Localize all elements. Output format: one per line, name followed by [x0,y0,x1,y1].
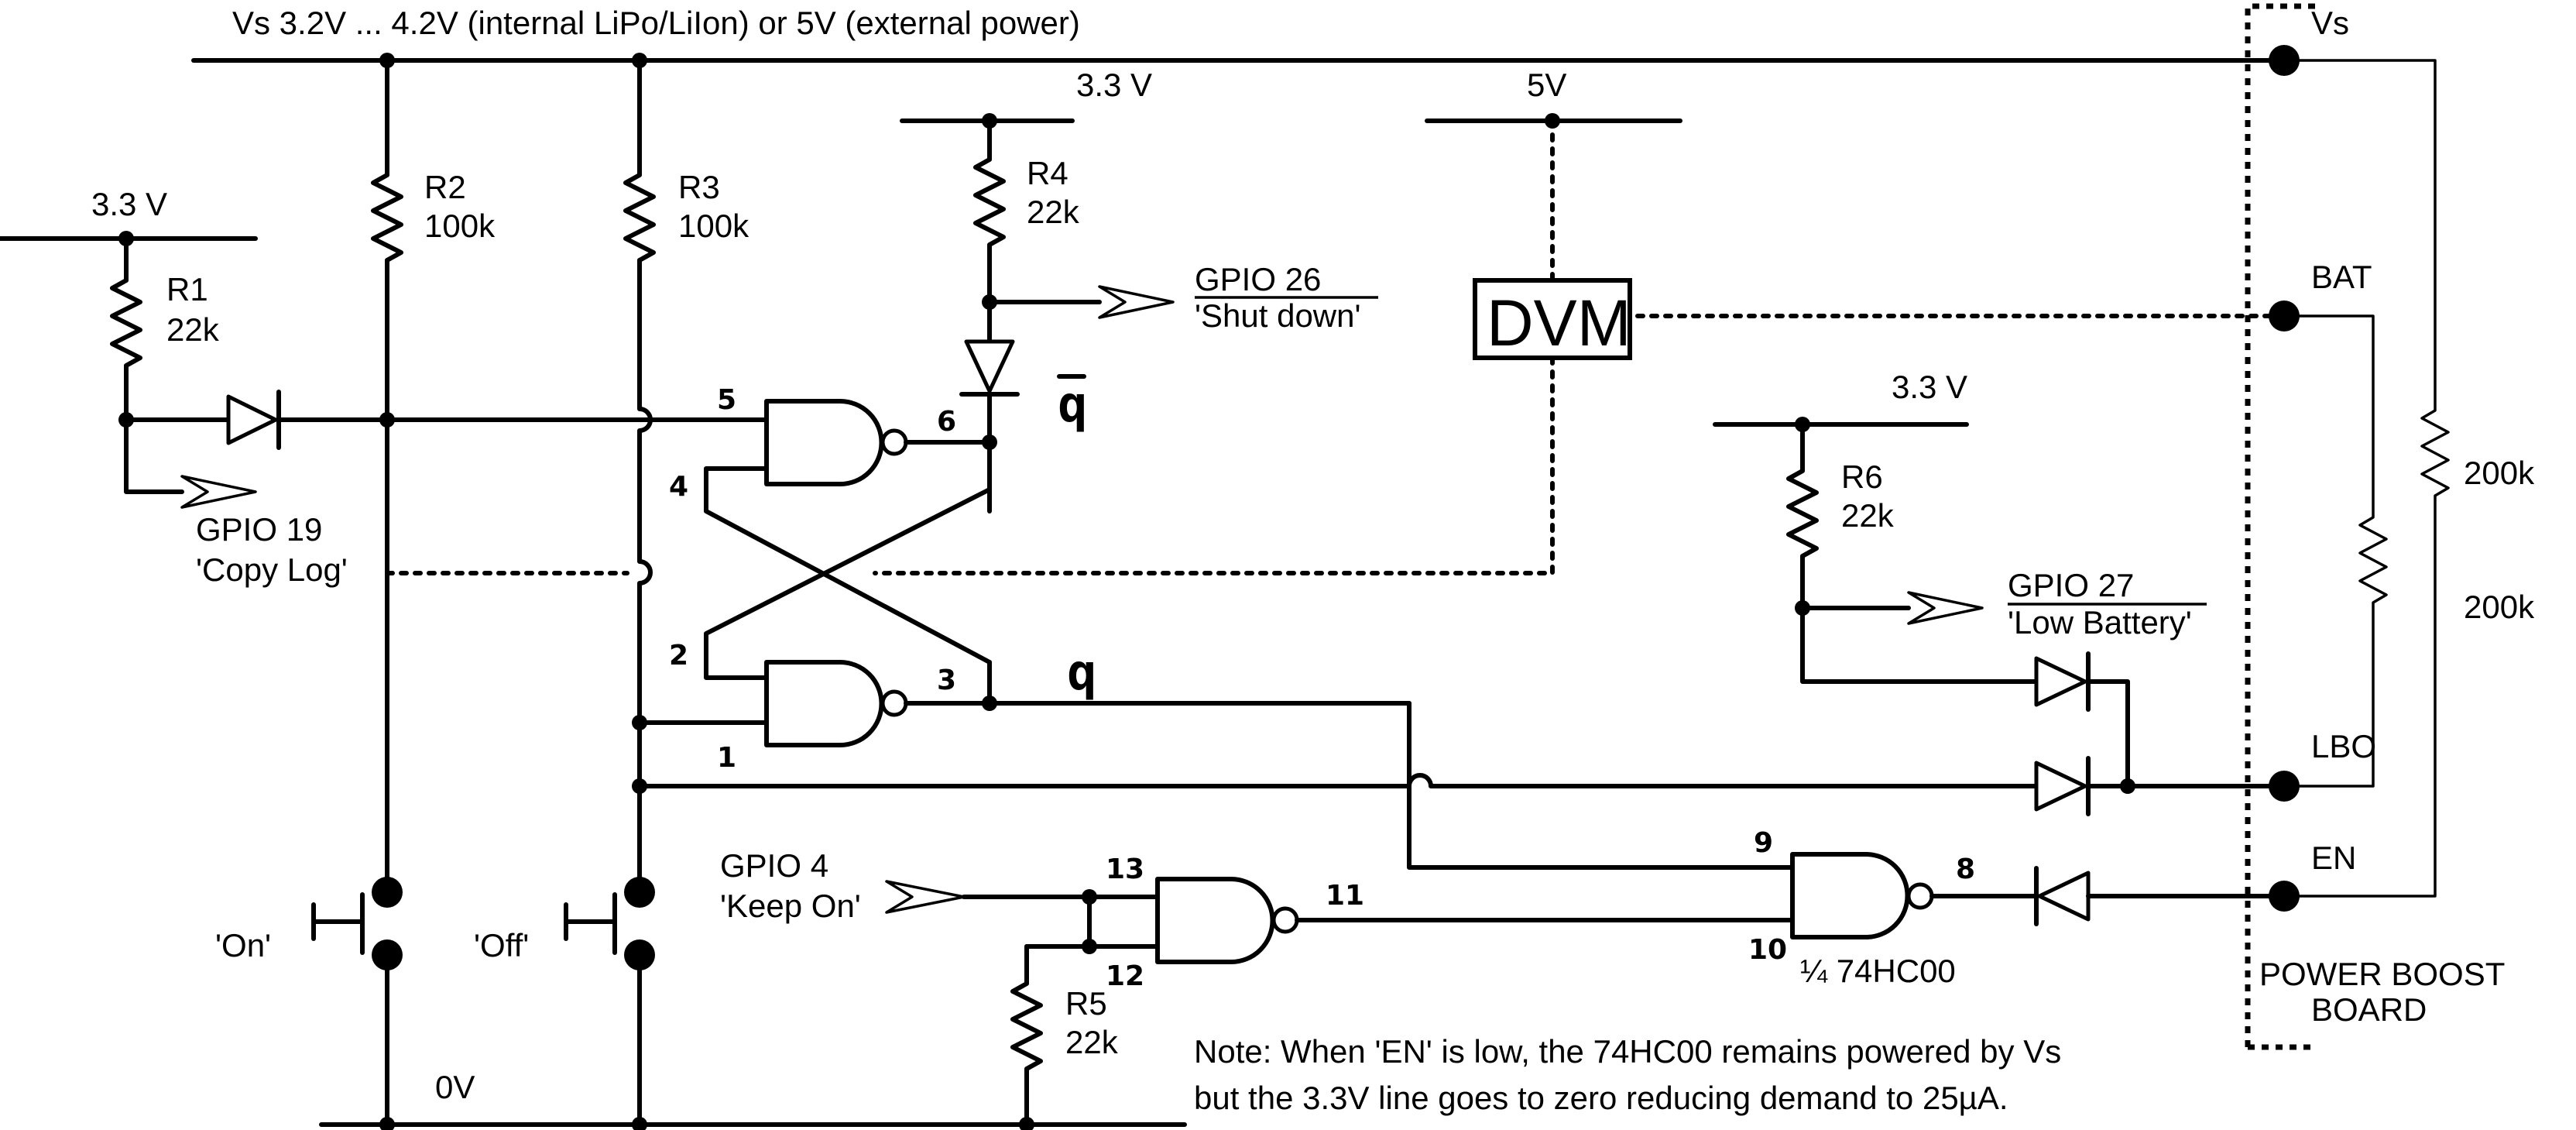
gpio26-desc: 'Shut down' [1195,297,1361,334]
pin-3: 3 [937,665,956,696]
r6-value: 22k [1841,497,1895,534]
resistor-r6: R6 22k [1786,422,1895,610]
r2-value: 100k [424,208,496,244]
pin-10: 10 [1748,934,1787,966]
gpio19-name: GPIO 19 [196,511,322,548]
gpio19-desc: 'Copy Log' [196,551,348,588]
board-name-line2: BOARD [2311,991,2427,1028]
resistor-r2: R2 100k [371,58,496,889]
r6-name: R6 [1841,459,1883,495]
switch-off-label: 'Off' [474,927,529,963]
r4-value: 22k [1027,194,1080,230]
terminal-bat: BAT [2269,259,2372,331]
switch-off[interactable]: 'Off' [474,877,655,1127]
pin-1: 1 [717,742,736,774]
r5-value: 22k [1065,1024,1119,1060]
pin-9: 9 [1754,827,1773,859]
nand-gate-upper: 5 4 6 [637,384,992,665]
note-line2: but the 3.3V line goes to zero reducing … [1194,1080,2008,1116]
resistor-r3: R3 100k [623,58,749,263]
pin-6: 6 [937,406,956,438]
diode-r1 [226,390,281,450]
pin-11: 11 [1326,880,1364,912]
divider-bottom-value: 200k [2464,589,2535,625]
gpio26-name: GPIO 26 [1195,261,1321,297]
gpio27-name: GPIO 27 [2008,567,2134,603]
nand-gate-8: 9 10 8 ¼ 74HC00 [1748,827,2039,989]
chip-label: ¼ 74HC00 [1800,953,1956,989]
divider-top-value: 200k [2464,455,2535,491]
switch-on-label: 'On' [215,927,271,963]
r5-name: R5 [1065,985,1107,1022]
nand-gate-11: 13 12 11 [1106,854,1795,992]
power-boost-board: POWER BOOST BOARD [2245,3,2505,1050]
resistor-r5: R5 22k [1010,944,1119,1127]
divider-resistor-top: 200k [2284,59,2535,898]
r3-name: R3 [678,169,720,205]
r4-name: R4 [1027,155,1068,191]
dvm-label: DVM [1487,287,1631,359]
terminal-en: EN [2269,840,2356,912]
terminal-en-label: EN [2311,840,2356,876]
resistor-r1: R1 22k [110,236,220,422]
divider-resistor-bottom: 200k [2284,314,2535,788]
ground-rail: 0V [319,1069,1187,1130]
pin-8: 8 [1956,854,1975,885]
pin-12: 12 [1106,960,1144,992]
pin-5: 5 [717,384,736,416]
rail-5v-label: 5V [1527,67,1566,103]
pin-13: 13 [1106,854,1144,885]
pin-4: 4 [669,471,688,503]
rail-3v3-r6-label: 3.3 V [1892,369,1967,405]
rail-3v3-r4: 3.3 V [900,67,1152,129]
vs-rail-label: Vs 3.2V ... 4.2V (internal LiPo/LiIon) o… [232,5,1080,41]
gpio4-desc: 'Keep On' [720,888,861,924]
r2-name: R2 [424,169,466,205]
vs-rail: Vs 3.2V ... 4.2V (internal LiPo/LiIon) o… [191,5,2286,68]
terminal-lbo-label: LBO [2311,728,2376,764]
r1-name: R1 [166,271,208,307]
r3-value: 100k [678,208,749,244]
gpio4-input: GPIO 4 'Keep On' [720,847,966,924]
resistor-r4: R4 22k [973,118,1080,304]
note: Note: When 'EN' is low, the 74HC00 remai… [1194,1033,2061,1116]
note-line1: Note: When 'EN' is low, the 74HC00 remai… [1194,1033,2061,1070]
gpio26-output: GPIO 26 'Shut down' [987,261,1378,334]
gpio4-name: GPIO 4 [720,847,828,884]
rail-3v3-r4-label: 3.3 V [1076,67,1152,103]
switch-on[interactable]: 'On' [215,877,403,1127]
svg-text:q: q [1058,376,1088,434]
diode-r4 [959,339,1020,397]
terminal-vs: Vs [2269,5,2349,76]
dvm-meter: DVM [1473,278,1632,360]
r1-value: 22k [166,311,220,348]
terminal-bat-label: BAT [2311,259,2372,295]
ground-label: 0V [435,1069,475,1105]
board-name-line1: POWER BOOST [2259,956,2505,992]
gpio27-output: GPIO 27 'Low Battery' [1800,567,2207,641]
terminal-lbo: LBO [2269,728,2376,802]
rail-3v3-r1-label: 3.3 V [91,186,167,222]
gpio27-desc: 'Low Battery' [2008,604,2192,641]
pin-2: 2 [669,640,688,671]
diode-en [2034,866,2091,926]
nand-gate-lower: 2 3 1 [637,487,1411,774]
terminal-vs-label: Vs [2311,5,2349,41]
diode-lbo-upper [2034,651,2091,712]
qbar-label: q [1057,374,1088,434]
rail-3v3-r6: 3.3 V [1713,369,1969,432]
gpio19-output: GPIO 19 'Copy Log' [124,417,348,588]
q-label: q [1067,644,1097,702]
diode-lbo-lower [2034,756,2091,816]
